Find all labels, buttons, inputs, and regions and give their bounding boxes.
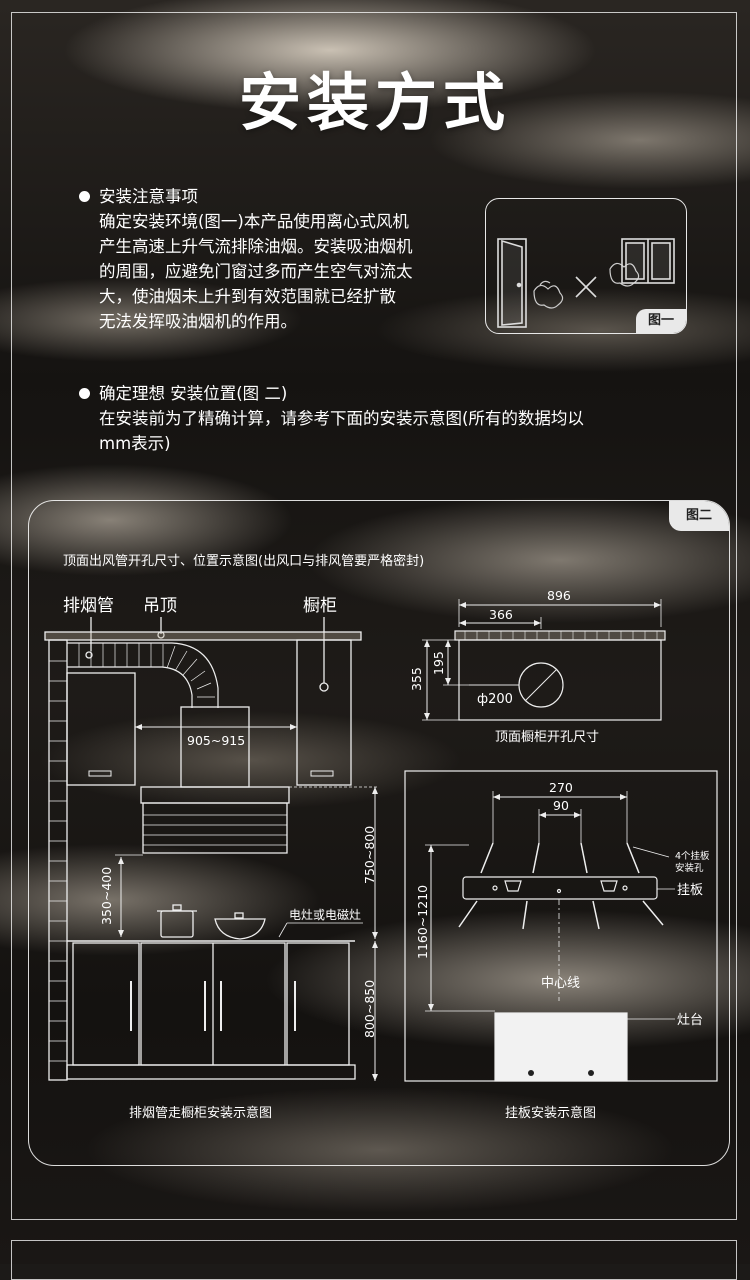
hanging-plate <box>462 876 658 900</box>
ceiling-slab <box>44 631 362 641</box>
page-title: 安装方式 <box>238 66 511 139</box>
section-heading: 安装注意事项 <box>99 187 198 206</box>
bullet-icon <box>79 191 90 202</box>
upper-right-cabinet <box>296 639 352 786</box>
figure-1-environment: 图一 <box>485 198 687 334</box>
dim-height-counter: 800~850 <box>362 980 377 1038</box>
caption-left-diagram: 排烟管走橱柜安装示意图 <box>129 1105 272 1121</box>
installation-diagram-svg: 顶面出风管开孔尺寸、位置示意图(出风口与排风管要严格密封) 排烟管 吊顶 橱柜 <box>44 553 718 1121</box>
brick-wall <box>48 639 68 1081</box>
section-line: 确定安装环境(图一)本产品使用离心式风机 <box>99 212 409 231</box>
section-line: 大，使油烟未上升到有效范围就已经扩散 <box>99 287 396 306</box>
figure-tag: 图一 <box>636 309 686 333</box>
door-icon <box>497 238 527 328</box>
section-line: mm表示) <box>99 434 171 453</box>
diagram-caption-top: 顶面出风管开孔尺寸、位置示意图(出风口与排风管要严格密封) <box>63 553 424 569</box>
next-section-frame <box>11 1240 737 1280</box>
figure-2-installation-diagram: 图二 顶面出风管开孔尺寸、位置示意图(出风口与排风管要严格密封) 排烟管 吊顶 … <box>28 500 730 1166</box>
lower-cabinet-left <box>72 942 140 1066</box>
top-right-diagram: 896 366 195 355 <box>409 588 666 745</box>
caption-bottom-right-diagram: 挂板安装示意图 <box>505 1105 596 1121</box>
dim-270: 270 <box>549 780 573 795</box>
label-holes-line1: 4个挂板 <box>675 850 710 862</box>
section-line: 在安装前为了精确计算，请参考下面的安装示意图(所有的数据均以 <box>99 409 584 428</box>
dim-height-plate: 1160~1210 <box>415 885 430 959</box>
lower-cabinet-right <box>286 942 350 1066</box>
dim-355: 355 <box>409 667 424 691</box>
hood-top <box>140 786 290 804</box>
window-icon <box>621 238 675 284</box>
stove-counter <box>494 1012 628 1082</box>
smoke-icon <box>533 280 564 309</box>
dim-total: 896 <box>547 588 571 603</box>
cabinet-top-view <box>458 639 662 721</box>
dim-width: 905~915 <box>187 733 245 748</box>
ceiling-strip <box>454 630 666 641</box>
dim-offset: 366 <box>489 607 513 622</box>
pot-icon <box>160 910 194 938</box>
label-stove: 电灶或电磁灶 <box>289 907 361 922</box>
label-ceiling: 吊顶 <box>143 596 177 616</box>
page-frame <box>11 12 737 1220</box>
door-window-illustration <box>497 238 675 328</box>
dim-height-hood: 750~800 <box>362 826 377 884</box>
section-install-notes: 安装注意事项 确定安装环境(图一)本产品使用离心式风机 产生高速上升气流排除油烟… <box>99 184 469 334</box>
cross-icon <box>575 276 597 298</box>
section-line: 的周围，应避免门窗过多而产生空气对流太 <box>99 262 413 281</box>
dim-diameter: ф200 <box>477 692 513 707</box>
wok-icon <box>214 918 266 940</box>
label-plate: 挂板 <box>677 883 703 898</box>
screw-icon <box>458 900 664 930</box>
section-heading: 确定理想 安装位置(图 二) <box>99 384 288 403</box>
dim-90: 90 <box>553 798 569 813</box>
label-cabinet: 橱柜 <box>303 596 337 616</box>
bottom-right-diagram: 270 90 4个挂板 安 <box>404 770 718 1121</box>
marker-dot <box>319 682 329 692</box>
marker-dot <box>85 651 93 659</box>
dim-height-stove: 350~400 <box>99 867 114 925</box>
figure-tag: 图二 <box>669 501 729 531</box>
caption-top-right-diagram: 顶面橱柜开孔尺寸 <box>495 730 599 745</box>
upper-left-cabinet <box>66 672 136 786</box>
dim-195: 195 <box>431 651 446 675</box>
section-install-position: 确定理想 安装位置(图 二) 在安装前为了精确计算，请参考下面的安装示意图(所有… <box>99 381 669 456</box>
section-line: 产生高速上升气流排除油烟。安装吸油烟机 <box>99 237 413 256</box>
label-exhaust-pipe: 排烟管 <box>63 596 114 616</box>
bullet-icon <box>79 388 90 399</box>
section-line: 无法发挥吸油烟机的作用。 <box>99 312 297 331</box>
screw-icon <box>480 842 640 874</box>
label-counter: 灶台 <box>677 1013 703 1028</box>
label-holes-line2: 安装孔 <box>675 862 704 874</box>
label-centerline: 中心线 <box>541 976 580 991</box>
left-diagram: 排烟管 吊顶 橱柜 <box>44 596 379 1121</box>
